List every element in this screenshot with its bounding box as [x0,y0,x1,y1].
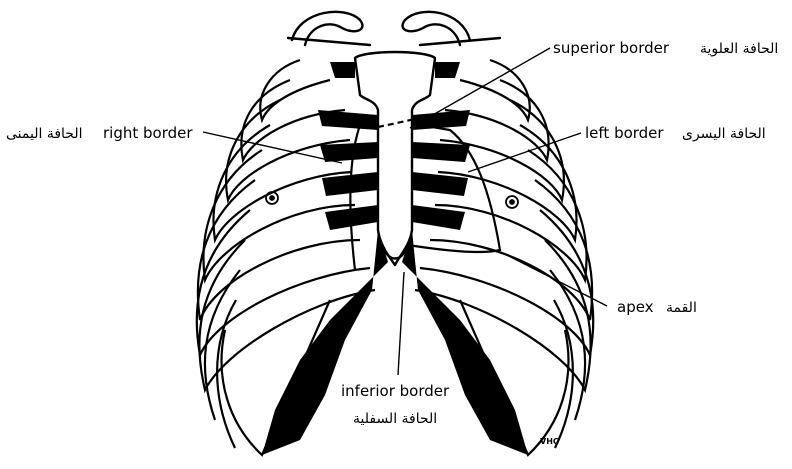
inferior-border-leader [398,272,404,375]
left-border-arabic-label: الحافة اليسرى [682,127,766,141]
superior-border-arabic-label: الحافة العلوية [700,42,778,56]
right-border-label: right border [103,126,193,141]
inferior-border-label: inferior border [341,384,449,399]
artist-signature: VHC [540,438,559,446]
heart-outline [350,118,500,270]
left-border-label: left border [585,126,664,141]
inferior-border-arabic-label: الحافة السفلية [353,412,437,426]
superior-border-label: superior border [553,41,669,56]
leader-lines [203,48,607,375]
apex-arabic-label: القمة [666,301,697,315]
nipples [266,192,518,208]
left-first-rib [403,12,470,45]
apex-label: apex [617,300,654,315]
right-border-arabic-label: الحافة اليمنى [6,127,82,141]
